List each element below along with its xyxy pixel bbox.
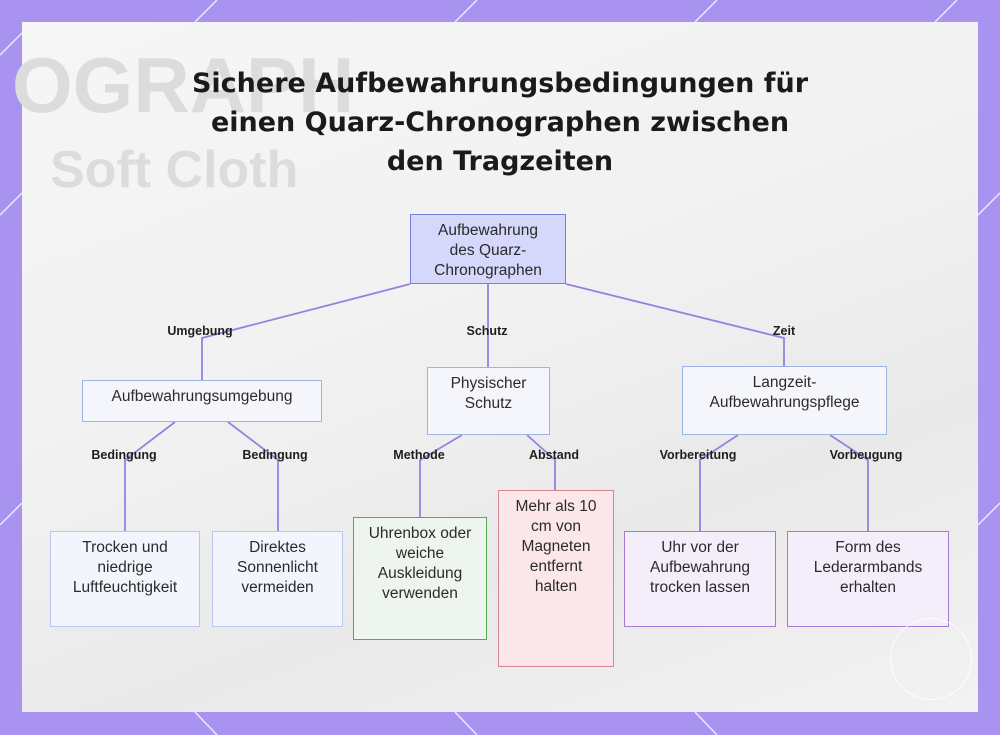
node-langzeit-pflege: Langzeit-Aufbewahrungspflege: [682, 366, 887, 435]
edge-root-zeit: [565, 283, 785, 366]
edge-label-bedingung-2: Bedingung: [242, 448, 308, 462]
edge-schutz-magnet: [526, 434, 556, 490]
edge-label-vorbereitung: Vorbereitung: [659, 448, 737, 462]
background-word-1: OGRAPH: [12, 41, 355, 129]
edge-label-vorbeugung: Vorbeugung: [829, 448, 903, 462]
edge-zeit-trocknen: [699, 434, 739, 531]
edge-root-umgebung: [201, 283, 411, 380]
diagram-title: Sichere Aufbewahrungsbedingungen für ein…: [191, 68, 809, 177]
node-sonnenlicht: Direktes Sonnenlicht vermeiden: [212, 531, 343, 627]
edge-label-bedingung-1: Bedingung: [91, 448, 157, 462]
node-aufbewahrungsumgebung: Aufbewahrungsumgebung: [82, 380, 322, 422]
edge-label-methode: Methode: [393, 448, 445, 462]
node-magnete: Mehr als 10 cm von Magneten entfernt hal…: [498, 490, 614, 667]
node-root: Aufbewahrung des Quarz-Chronographen: [410, 214, 566, 284]
edge-label-umgebung: Umgebung: [167, 324, 233, 338]
node-trocken: Trocken und niedrige Luftfeuchtigkeit: [50, 531, 200, 627]
background-word-2: Soft Cloth: [50, 141, 299, 199]
node-lederarmband: Form des Lederarmbands erhalten: [787, 531, 949, 627]
edge-schutz-box: [419, 434, 463, 517]
watermark-seal-icon: [890, 618, 972, 700]
node-uhrenbox: Uhrenbox oder weiche Auskleidung verwend…: [353, 517, 487, 640]
node-uhr-trocknen: Uhr vor der Aufbewahrung trocken lassen: [624, 531, 776, 627]
edge-umgebung-sonne: [227, 421, 279, 531]
edge-label-zeit: Zeit: [772, 324, 796, 338]
edge-umgebung-trocken: [124, 421, 176, 531]
edge-label-schutz: Schutz: [466, 324, 508, 338]
edge-label-abstand: Abstand: [529, 448, 579, 462]
edge-zeit-leder: [829, 434, 869, 531]
node-physischer-schutz: Physischer Schutz: [427, 367, 550, 435]
